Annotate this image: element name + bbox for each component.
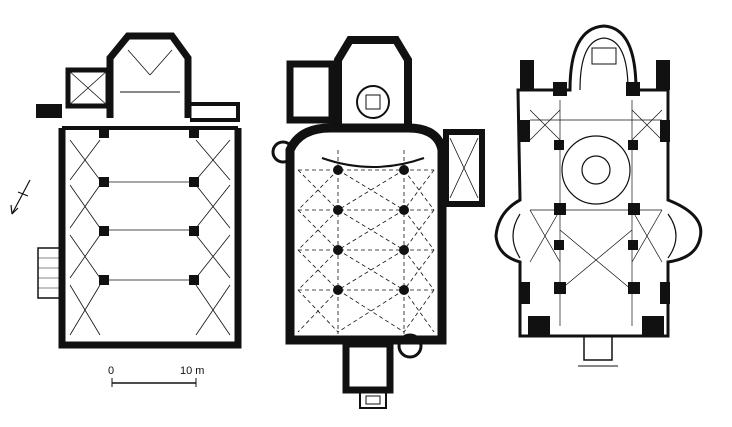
plan-left-chapel bbox=[65, 67, 111, 109]
scale-bar-start-label: 0 bbox=[108, 365, 114, 377]
plan-middle-choir bbox=[334, 36, 412, 128]
plan-left-choir bbox=[106, 32, 192, 118]
plan-middle bbox=[271, 36, 485, 409]
plan-right-walls bbox=[494, 24, 703, 338]
plan-right-dome bbox=[561, 135, 631, 205]
plan-left-walls bbox=[58, 128, 242, 349]
plan-left-stair bbox=[37, 247, 61, 299]
plan-middle-walls bbox=[285, 123, 447, 345]
north-arrow-icon bbox=[10, 179, 31, 215]
plan-middle-porch bbox=[342, 340, 394, 394]
scale-bar-end-label: 10 m bbox=[180, 365, 204, 377]
scale-bar: 0 10 m bbox=[108, 365, 204, 387]
plan-right-entrance bbox=[583, 336, 613, 361]
plan-left bbox=[36, 32, 242, 349]
plan-middle-sacristy bbox=[286, 60, 336, 124]
plan-middle-dome bbox=[356, 85, 390, 119]
plan-right bbox=[494, 24, 703, 367]
plan-middle-side-chapel bbox=[443, 129, 485, 207]
